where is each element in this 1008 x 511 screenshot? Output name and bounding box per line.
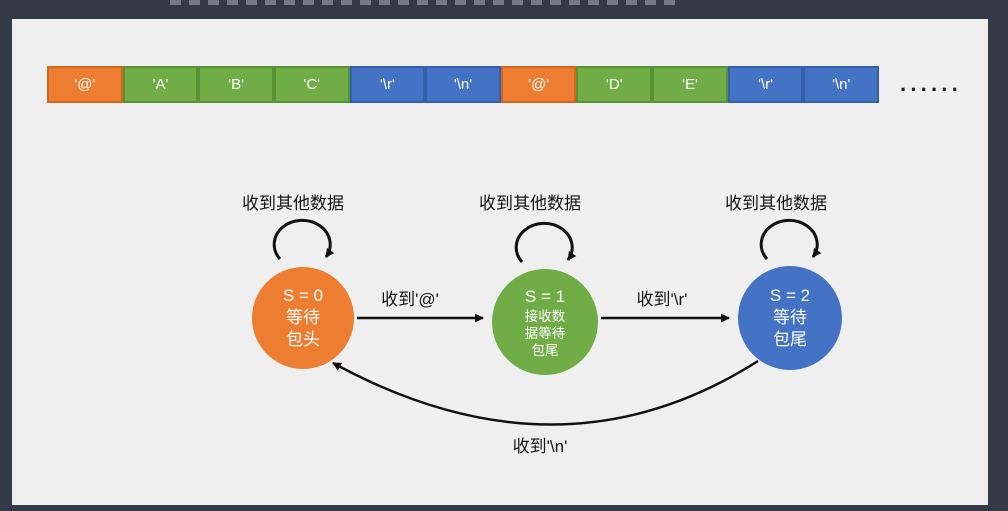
state-line: S = 1 [524, 286, 566, 306]
stream-continues-ellipsis: ······ [900, 77, 962, 102]
byte-cell: 'E' [652, 66, 728, 103]
state-s0-wait-header: S = 0 等待 包头 [252, 267, 354, 369]
transition-label-s0-s1: 收到'@' [381, 290, 439, 309]
state-line: 等待 [286, 308, 320, 327]
state-line: 包尾 [531, 342, 559, 358]
arrow-s2-to-s0 [332, 359, 759, 426]
state-s2-wait-tail: S = 2 等待 包尾 [738, 266, 842, 370]
byte-cell: 'C' [273, 66, 350, 103]
self-loop-s0 [272, 218, 335, 260]
state-line: 接收数 [524, 308, 566, 324]
state-diagram-arrows [272, 218, 822, 426]
transition-label-s1-s2: 收到'\r' [636, 290, 688, 309]
slide-panel: '@' 'A' 'B' 'C' '\r' '\n' '@' 'D' 'E' '\… [12, 19, 988, 505]
state-line: S = 2 [769, 286, 811, 305]
byte-cell: 'D' [576, 66, 653, 103]
state-line: 据等待 [524, 325, 566, 341]
state-s1-receive-data: S = 1 接收数 据等待 包尾 [492, 269, 598, 375]
byte-cell: '\n' [425, 66, 501, 103]
self-loop-label-s0: 收到其他数据 [242, 194, 344, 213]
state-line: 等待 [773, 308, 807, 327]
self-loop-label-s1: 收到其他数据 [479, 194, 581, 213]
byte-cell: '\r' [349, 66, 426, 103]
state-line: S = 0 [282, 286, 324, 305]
byte-cell: '@' [500, 66, 577, 103]
byte-stream: '@' 'A' 'B' 'C' '\r' '\n' '@' 'D' 'E' '\… [47, 66, 880, 103]
transition-label-s2-s0: 收到'\n' [512, 437, 568, 456]
truncated-top-text [170, 0, 682, 5]
byte-cell: '\r' [727, 66, 804, 103]
byte-cell: '\n' [803, 66, 880, 103]
self-loop-s2 [759, 218, 822, 260]
byte-cell: '@' [47, 66, 123, 103]
state-line: 包头 [286, 330, 320, 349]
byte-cell: 'B' [198, 66, 274, 103]
self-loop-s1 [514, 221, 577, 263]
self-loop-label-s2: 收到其他数据 [725, 194, 827, 213]
state-line: 包尾 [773, 330, 807, 349]
byte-cell: 'A' [122, 66, 199, 103]
